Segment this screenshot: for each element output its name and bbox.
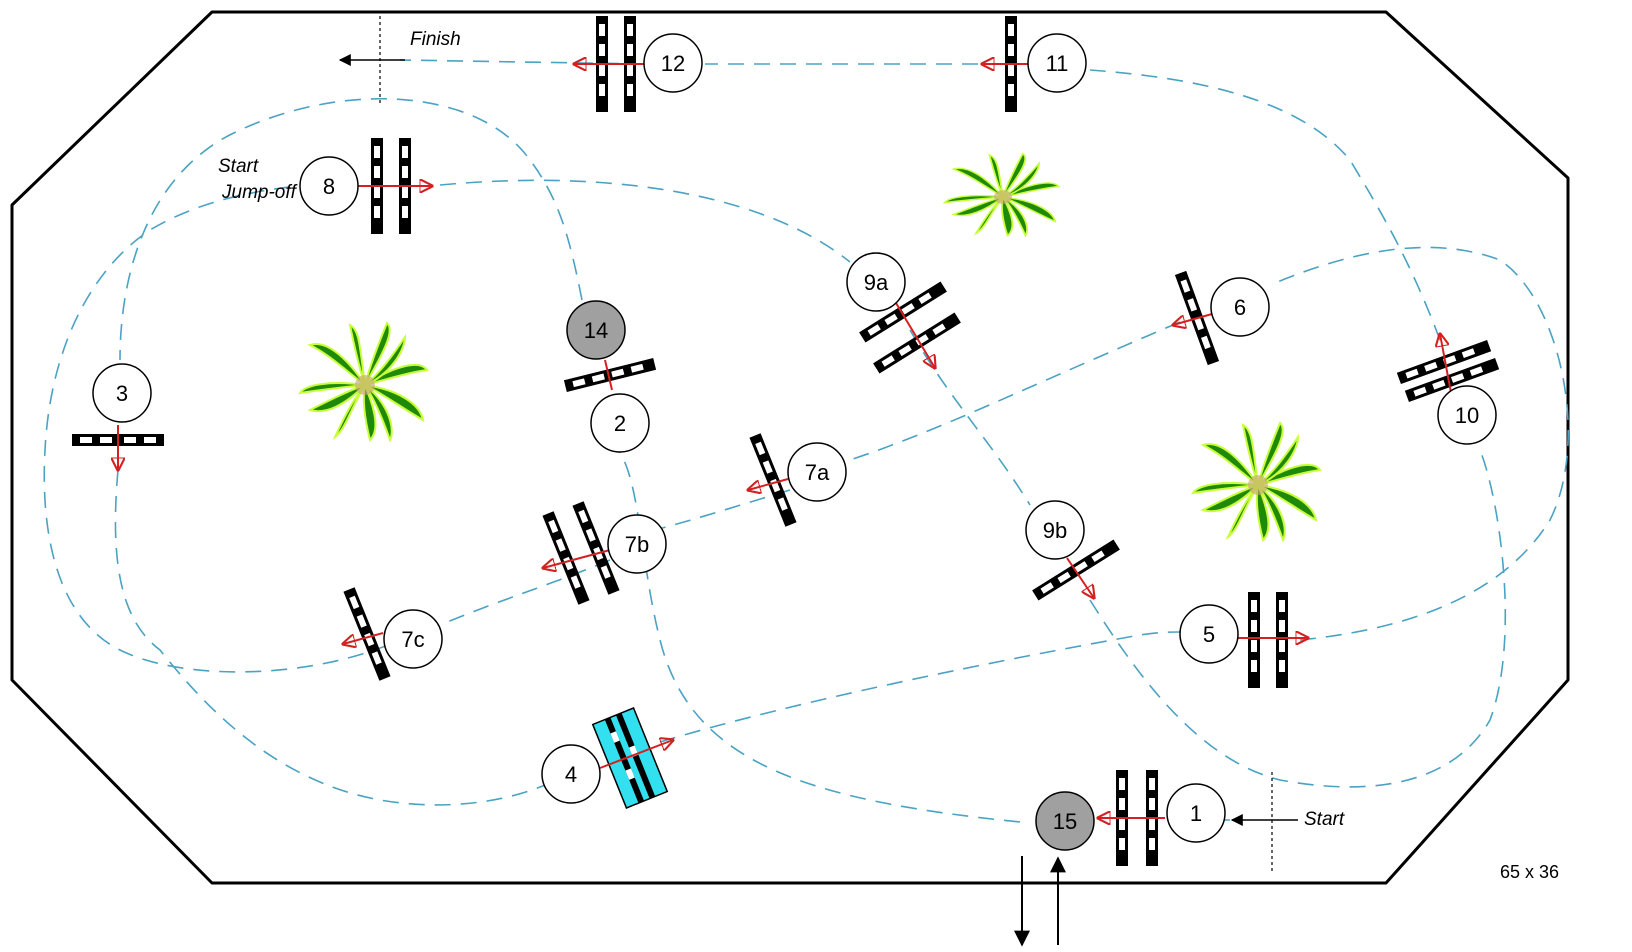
- svg-text:3: 3: [116, 381, 128, 406]
- svg-text:7c: 7c: [401, 627, 424, 652]
- fence-10: 10: [1396, 334, 1500, 445]
- svg-text:5: 5: [1203, 622, 1215, 647]
- svg-text:4: 4: [565, 762, 577, 787]
- svg-text:7b: 7b: [625, 532, 649, 557]
- fence-2: 2: [563, 358, 657, 453]
- svg-text:9b: 9b: [1043, 518, 1067, 543]
- svg-text:12: 12: [661, 51, 685, 76]
- fence-12: 12: [574, 16, 703, 112]
- start-label: Start: [1304, 809, 1345, 830]
- plant-decoration: [1192, 422, 1321, 541]
- fence-7b: 7b: [542, 501, 667, 605]
- plant-decoration: [299, 322, 428, 441]
- fence-6: 6: [1173, 270, 1270, 366]
- fence-4: 4: [541, 707, 673, 809]
- arena-dimensions: 65 x 36: [1500, 862, 1559, 882]
- svg-text:2: 2: [614, 411, 626, 436]
- fence-5: 5: [1179, 592, 1308, 688]
- fence-7c: 7c: [343, 587, 443, 681]
- jumpoff-label-line1: Start: [218, 156, 259, 177]
- svg-text:9a: 9a: [864, 270, 889, 295]
- fence-7a: 7a: [748, 433, 847, 527]
- fence-9a: 9a: [846, 252, 961, 374]
- arena-boundary: [10, 10, 1570, 885]
- jumpoff-label-line2: Jump-off: [221, 182, 298, 203]
- fence-8: 8: [299, 138, 432, 234]
- plant-decoration: [943, 152, 1060, 237]
- svg-text:6: 6: [1234, 295, 1246, 320]
- svg-text:11: 11: [1046, 51, 1069, 76]
- course-route: [43, 59, 1569, 823]
- finish-label: Finish: [410, 29, 461, 50]
- fence-14: 14: [566, 300, 626, 360]
- svg-text:14: 14: [584, 318, 608, 343]
- svg-text:1: 1: [1190, 801, 1202, 826]
- svg-text:7a: 7a: [805, 460, 830, 485]
- svg-text:15: 15: [1053, 809, 1077, 834]
- fence-3: 3: [72, 363, 164, 470]
- svg-text:10: 10: [1455, 403, 1479, 428]
- fence-11: 11: [982, 16, 1087, 112]
- fence-1: 1: [1098, 770, 1226, 866]
- fence-15: 15: [1035, 791, 1095, 851]
- fence-9b: 9b: [1025, 500, 1120, 601]
- svg-text:8: 8: [323, 174, 335, 199]
